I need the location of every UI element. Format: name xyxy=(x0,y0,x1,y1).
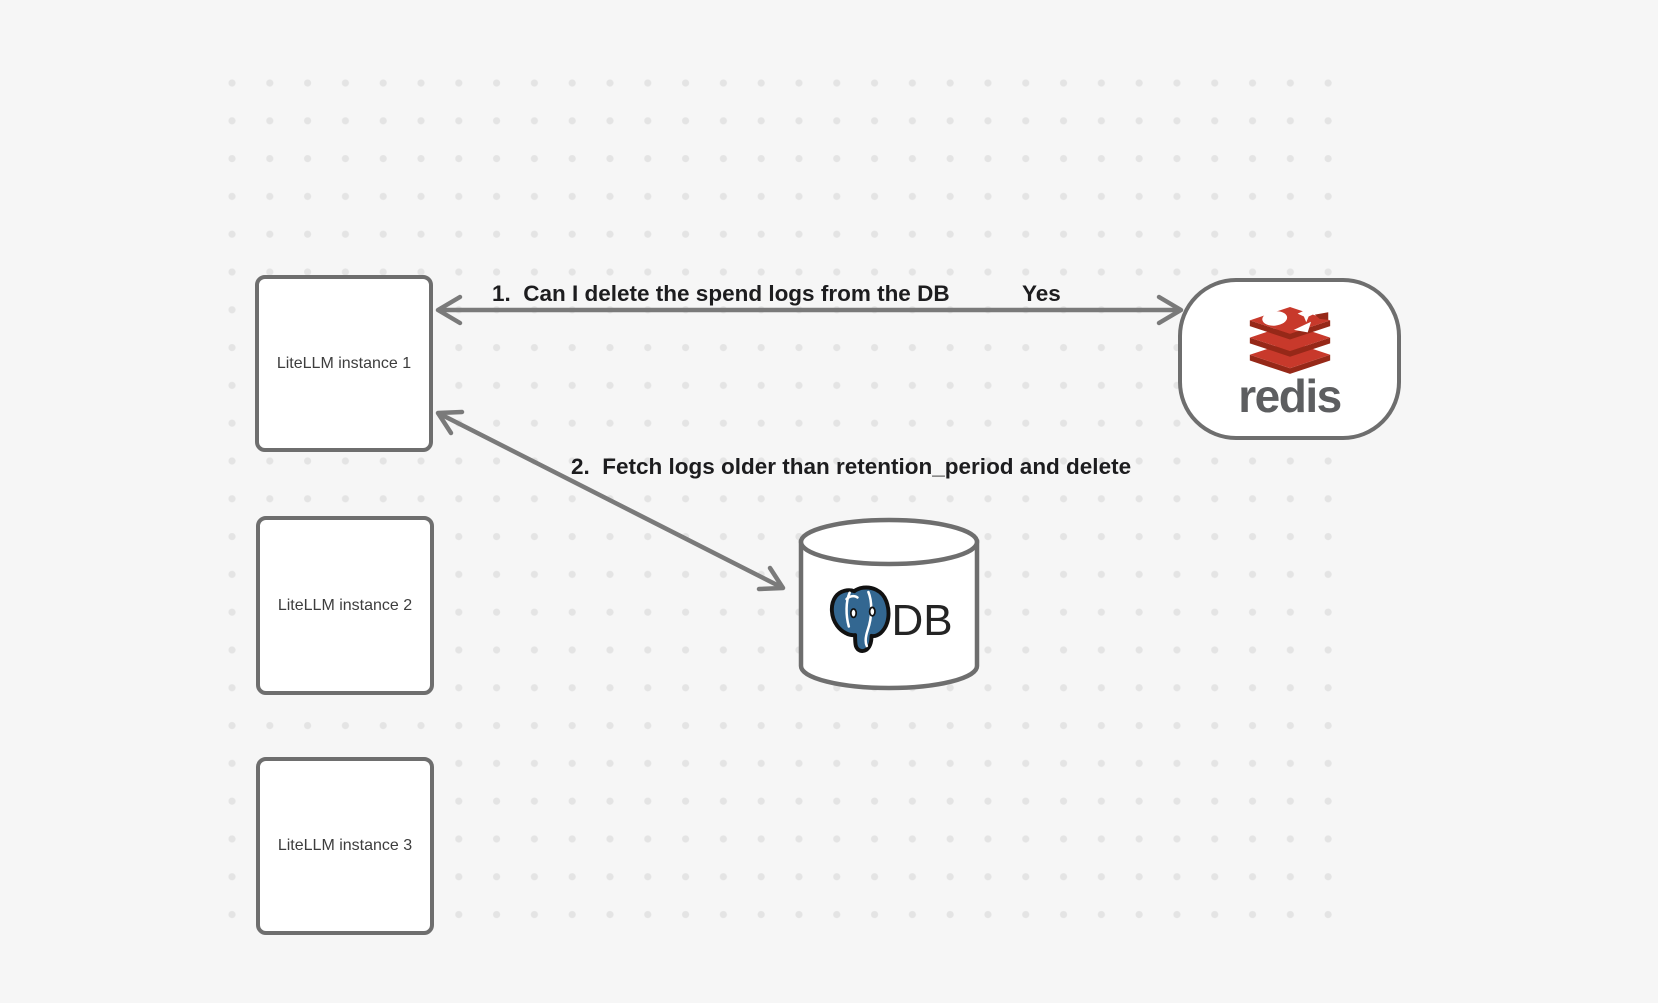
node-litellm-instance-2-label: LiteLLM instance 2 xyxy=(277,596,413,614)
redis-logo-icon xyxy=(1249,304,1330,374)
node-litellm-instance-3-label: LiteLLM instance 3 xyxy=(277,837,413,854)
database-label: DB xyxy=(891,596,953,645)
node-litellm-instance-2: LiteLLM instance 2 xyxy=(256,516,434,695)
redis-wordmark: redis xyxy=(1238,369,1342,422)
node-litellm-instance-3: LiteLLM instance 3 xyxy=(256,757,434,935)
edge-label-step1-response: Yes xyxy=(1022,281,1061,306)
node-litellm-instance-1: LiteLLM instance 1 xyxy=(255,275,433,452)
node-litellm-instance-1-label: LiteLLM instance 1 xyxy=(276,354,412,372)
edge-label-step1: 1. Can I delete the spend logs from the … xyxy=(492,281,950,306)
node-redis: redis xyxy=(1178,278,1401,440)
edge-label-step2: 2. Fetch logs older than retention_perio… xyxy=(571,454,1132,479)
postgres-logo-icon xyxy=(830,585,891,653)
node-database: DB xyxy=(799,560,977,682)
